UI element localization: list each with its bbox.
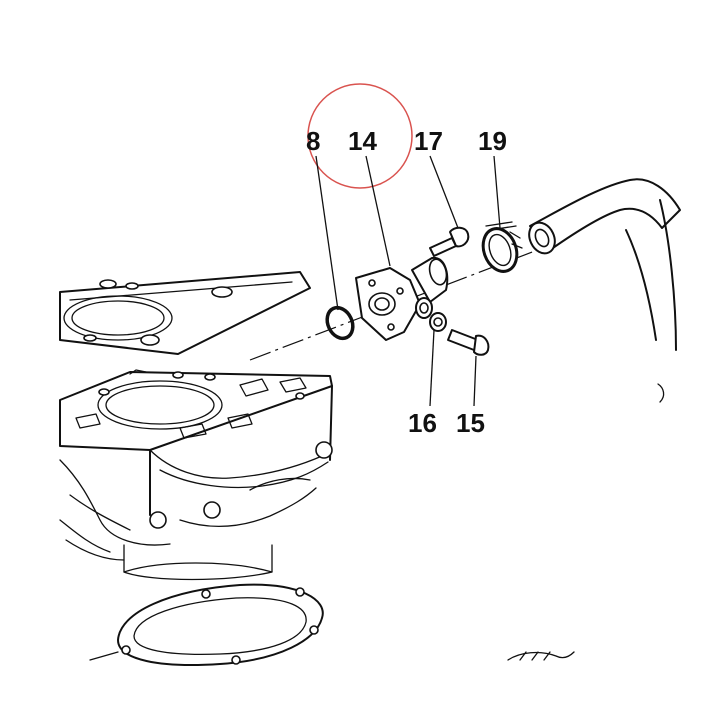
screw-part-15: [447, 329, 490, 356]
callout-part-8: 8: [306, 126, 321, 156]
hose-clamp-part-19: [481, 221, 523, 273]
leader-line-14: [365, 155, 391, 267]
screw-part-17: [429, 226, 470, 257]
callout-part-19: 19: [478, 126, 507, 156]
leader-line-15: [473, 355, 477, 407]
cylinder-block: [59, 369, 333, 581]
water-fitting-part-14: [355, 256, 449, 341]
detail-fragment-hatch: [519, 651, 551, 661]
callout-part-16: 16: [408, 408, 437, 438]
callout-part-17: 17: [414, 126, 443, 156]
coolant-hose: [528, 178, 681, 403]
callout-part-15: 15: [456, 408, 485, 438]
highlight-circle: [307, 83, 413, 189]
leader-line-19: [493, 155, 501, 229]
lower-base-gasket: [89, 583, 324, 666]
callout-part-14: 14: [348, 126, 377, 156]
leader-line-8: [315, 155, 339, 311]
leader-line-17: [429, 155, 459, 229]
detail-fragment: [507, 651, 575, 661]
leader-line-16: [429, 329, 435, 407]
o-ring-part-8: [325, 305, 355, 341]
upper-head-gasket: [59, 271, 311, 355]
washer-part-16: [415, 297, 447, 332]
